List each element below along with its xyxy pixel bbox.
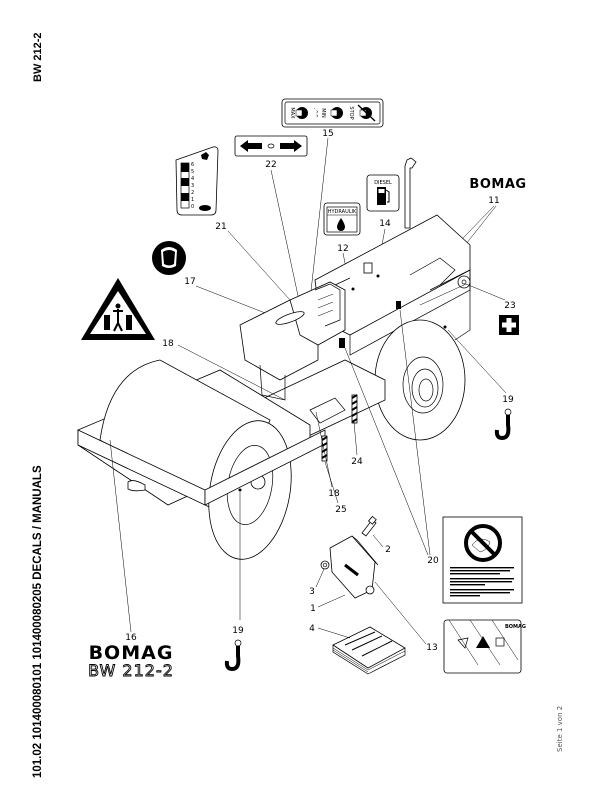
first-aid-icon bbox=[499, 315, 519, 335]
callout-24: 24 bbox=[351, 457, 363, 467]
rabbit-fast-icon bbox=[295, 107, 308, 119]
lifting-hook-icon-left bbox=[224, 639, 242, 672]
fuel-pump-icon bbox=[377, 187, 390, 205]
bolt-part bbox=[361, 515, 377, 537]
svg-text:4: 4 bbox=[191, 176, 194, 182]
callout-23-label: 23 bbox=[504, 301, 515, 311]
svg-text:2: 2 bbox=[191, 190, 194, 196]
manuals-stack-part bbox=[332, 626, 406, 675]
callout-18-lower: 18 bbox=[328, 489, 340, 499]
throttle-stop-label: STOP bbox=[348, 106, 354, 119]
arrow-left-icon bbox=[240, 140, 262, 152]
callout-19-right: 19 bbox=[502, 395, 514, 405]
no-riding-warning-decal bbox=[442, 516, 523, 604]
roller-machine-drawing bbox=[77, 157, 471, 560]
callout-16: 16 bbox=[125, 633, 137, 643]
crush-hazard-warning-icon bbox=[81, 278, 155, 340]
throttle-min-label: MIN bbox=[320, 108, 326, 118]
warning-stripe-decal bbox=[351, 394, 358, 424]
speed-range-decal: 6 5 4 3 2 1 0 bbox=[175, 146, 219, 216]
svg-text:5: 5 bbox=[191, 169, 194, 175]
manual-book-icon bbox=[495, 637, 505, 647]
callout-21: 21 bbox=[215, 222, 226, 232]
callout-13: 13 bbox=[426, 643, 437, 653]
callout-22: 22 bbox=[265, 160, 276, 170]
travel-direction-decal bbox=[234, 135, 308, 157]
callout-15: 15 bbox=[322, 129, 333, 139]
engine-stop-icon bbox=[357, 104, 376, 122]
rabbit-icon bbox=[201, 152, 209, 160]
diesel-decal: DIESEL bbox=[366, 174, 400, 212]
svg-text:3: 3 bbox=[191, 183, 194, 189]
svg-text:0: 0 bbox=[191, 204, 194, 210]
callout-20: 20 bbox=[427, 556, 439, 566]
throttle-decal: MAX .^^ MIN STOP bbox=[281, 98, 384, 128]
callout-17: 17 bbox=[184, 277, 195, 287]
warning-triangle-icon bbox=[476, 636, 490, 648]
svg-text:1: 1 bbox=[191, 197, 194, 203]
bomag-logo-top: BOMAG bbox=[469, 177, 526, 192]
bomag-logo-bottom: BOMAG bbox=[89, 642, 174, 664]
turtle-slow-icon bbox=[330, 107, 343, 119]
svg-text:BOMAG: BOMAG bbox=[505, 624, 526, 630]
oil-drop-icon bbox=[337, 218, 345, 231]
manual-holder-decal: BOMAG bbox=[443, 619, 526, 674]
callout-14: 14 bbox=[379, 219, 391, 229]
svg-text:.^^: .^^ bbox=[312, 108, 318, 118]
callout-4: 4 bbox=[309, 624, 315, 634]
callout-2: 2 bbox=[385, 545, 391, 555]
callout-25: 25 bbox=[335, 505, 346, 515]
callout-3: 3 bbox=[309, 587, 315, 597]
callout-11: 11 bbox=[488, 196, 499, 206]
callout-19-left: 19 bbox=[232, 626, 244, 636]
callout-12: 12 bbox=[337, 244, 348, 254]
callout-18-left: 18 bbox=[162, 339, 174, 349]
hitch-bracket-part bbox=[329, 535, 379, 599]
ear-protection-icon bbox=[152, 241, 186, 275]
callout-1: 1 bbox=[310, 604, 316, 614]
arrow-right-icon bbox=[280, 140, 302, 152]
model-logo-bottom: BW 212-2 bbox=[88, 661, 174, 680]
svg-text:DIESEL: DIESEL bbox=[374, 180, 392, 186]
svg-text:HYDRAULIK: HYDRAULIK bbox=[328, 209, 357, 215]
svg-text:6: 6 bbox=[191, 162, 194, 168]
nut-part bbox=[320, 560, 330, 570]
turtle-icon bbox=[199, 205, 211, 211]
hydraulic-oil-decal: HYDRAULIK bbox=[323, 202, 361, 236]
throttle-max-label: MAX bbox=[289, 107, 295, 119]
lifting-hook-icon-right bbox=[494, 408, 512, 441]
warning-stripe-decal-front bbox=[321, 435, 328, 462]
